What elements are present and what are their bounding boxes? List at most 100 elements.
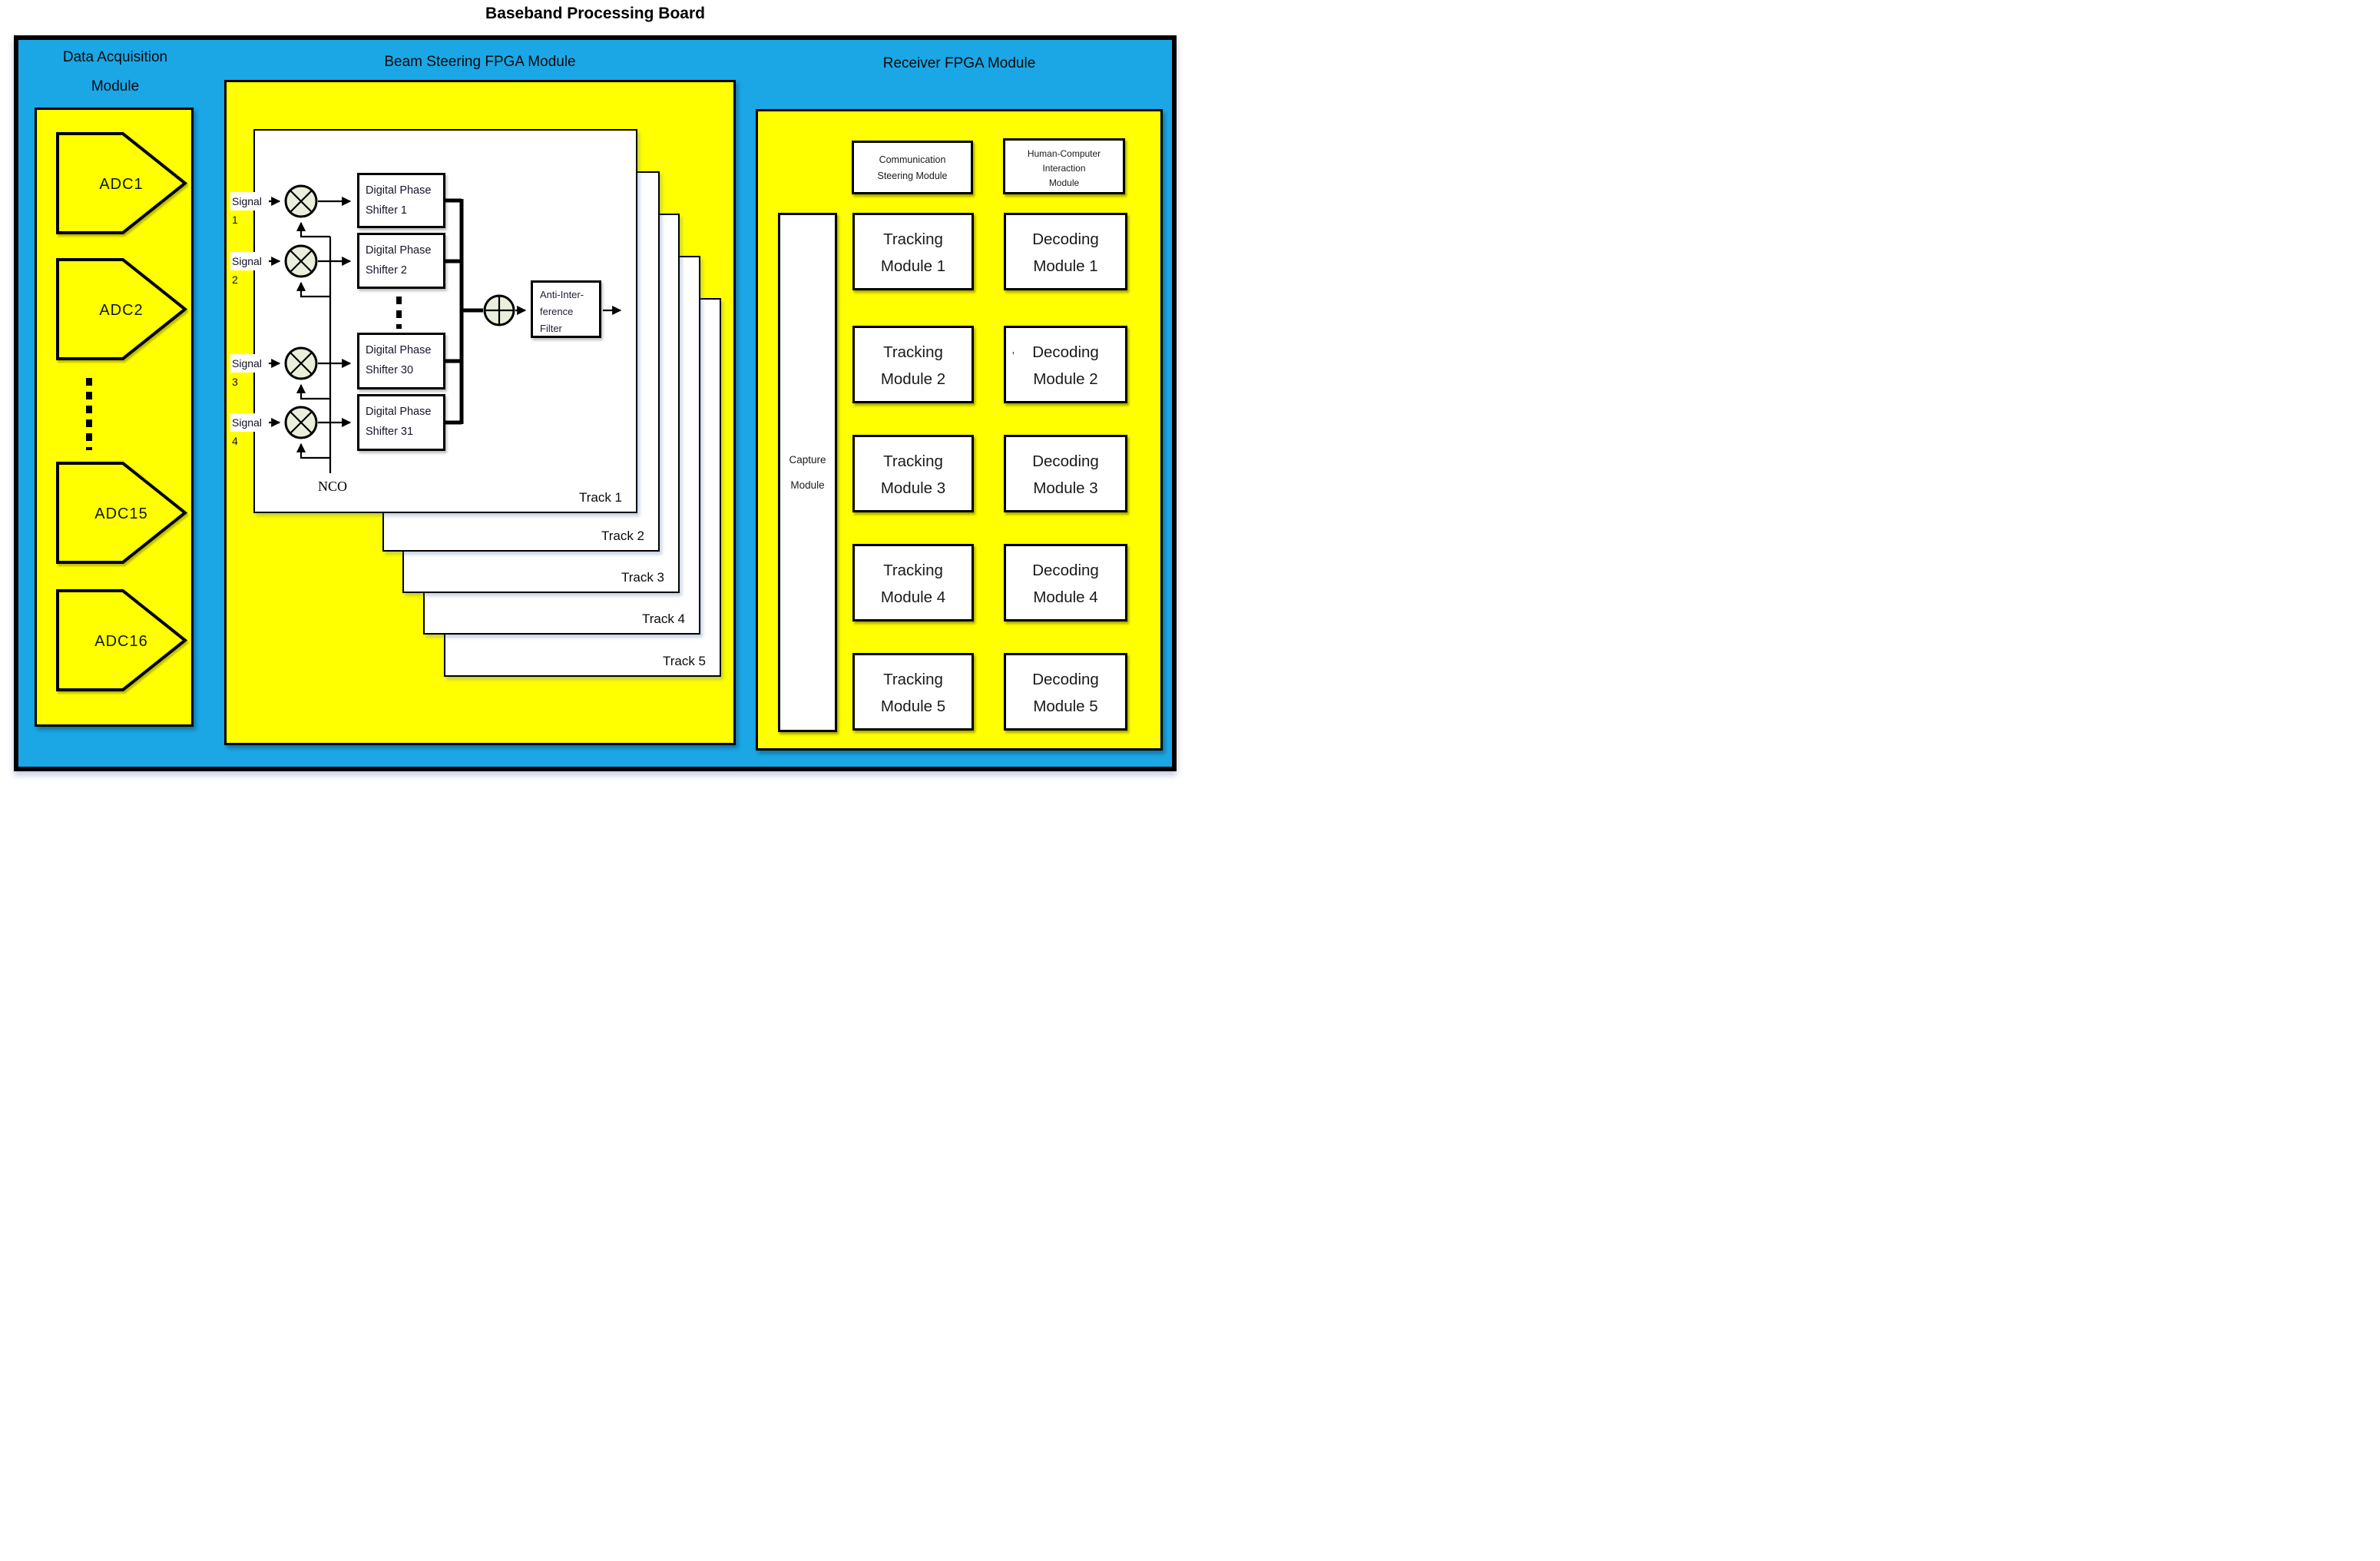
- multiplier-icon-1: [284, 184, 318, 218]
- decoding-2-line1: Decoding: [1032, 343, 1099, 361]
- phase-shifter-31-line2: Shifter 31: [366, 426, 414, 438]
- filter-line2: ference: [540, 306, 574, 317]
- adc16-arrow-shape: ADC16: [56, 589, 187, 691]
- data-acquisition-title: Data Acquisition Module: [23, 43, 207, 101]
- baseband-processing-board-diagram: Baseband Processing Board Data Acquisiti…: [0, 0, 1190, 780]
- tracking-module-box-4: Tracking Module 4: [852, 544, 974, 621]
- track-label-1: Track 1: [578, 490, 622, 505]
- tracking-5-line1: Tracking: [883, 671, 943, 688]
- tracking-5-line2: Module 5: [880, 698, 946, 715]
- anti-interference-filter-box: Anti-Inter- ference Filter: [531, 280, 601, 338]
- nco-distribution-lines: [296, 221, 332, 473]
- nco-branch-1: [296, 221, 330, 238]
- signal-1-label: Signal 1: [230, 192, 269, 226]
- tracking-module-box-3: Tracking Module 3: [852, 435, 974, 512]
- phase-shifter-box-2: Digital Phase Shifter 2: [357, 233, 445, 289]
- adc15-pentagon: [56, 462, 187, 564]
- decoding-3-line2: Module 3: [1033, 479, 1098, 497]
- capture-module-box: Capture Module: [778, 213, 837, 732]
- phase-shifter-1-line1: Digital Phase: [366, 184, 432, 197]
- tracking-2-line1: Tracking: [883, 343, 943, 361]
- page-title: Baseband Processing Board: [485, 5, 705, 22]
- tracking-4-line1: Tracking: [883, 562, 943, 579]
- adc-ellipsis-dots: [86, 378, 92, 450]
- beam-steering-title: Beam Steering FPGA Module: [384, 54, 576, 70]
- capture-line2: Module: [790, 479, 825, 491]
- track-label-4: Track 4: [641, 611, 685, 626]
- decoding-2-line2: Module 2: [1033, 370, 1098, 388]
- multiplier-nodes: [284, 184, 318, 439]
- decoding-3-line1: Decoding: [1032, 452, 1099, 470]
- human-computer-interaction-box: Human-Computer Interaction Module: [1003, 138, 1125, 194]
- phase-shifter-1-line2: Shifter 1: [366, 204, 407, 217]
- filter-line1: Anti-Inter-: [540, 289, 584, 300]
- tracking-3-line2: Module 3: [880, 479, 946, 497]
- phase-shifter-30-line1: Digital Phase: [366, 344, 432, 356]
- phase-shifter-31-line1: Digital Phase: [366, 406, 432, 418]
- decoding-5-line2: Module 5: [1033, 698, 1098, 715]
- filter-line3: Filter: [540, 323, 562, 334]
- adc1-pentagon: [56, 132, 187, 234]
- multiplier-icon-3: [284, 346, 318, 380]
- decoding-module-box-4: Decoding Module 4: [1004, 544, 1127, 621]
- comm-line1: Communication: [879, 154, 946, 165]
- nco-label: NCO: [317, 479, 347, 494]
- track-label-3: Track 3: [621, 570, 664, 585]
- phase-shifter-2-line2: Shifter 2: [366, 264, 407, 277]
- decoding-4-line1: Decoding: [1032, 562, 1099, 579]
- decoding-4-line2: Module 4: [1033, 588, 1098, 606]
- data-acquisition-title-line2: Module: [91, 78, 140, 94]
- adc1-label: ADC1: [99, 176, 143, 193]
- decoding-module-box-5: Decoding Module 5: [1004, 653, 1127, 731]
- comm-line2: Steering Module: [877, 171, 948, 181]
- hci-line1: Human-Computer: [1027, 148, 1101, 159]
- phase-shifter-box-31: Digital Phase Shifter 31: [357, 394, 445, 451]
- nco-branch-2: [296, 281, 330, 298]
- phase-shifter-box-30: Digital Phase Shifter 30: [357, 333, 445, 389]
- multiplier-icon-4: [284, 406, 318, 439]
- hci-line3: Module: [1048, 177, 1080, 188]
- data-acquisition-title-line1: Data Acquisition: [62, 49, 168, 65]
- adc15-label: ADC15: [94, 505, 147, 522]
- tracking-1-line2: Module 1: [880, 257, 946, 275]
- phase-shifter-30-line2: Shifter 30: [366, 364, 414, 376]
- signal-2-label: Signal 2: [230, 252, 269, 286]
- nco-branch-3: [296, 383, 330, 400]
- decoding-1-line2: Module 1: [1033, 257, 1098, 275]
- tracking-1-line1: Tracking: [883, 230, 943, 248]
- decoding-module-box-1: Decoding Module 1: [1004, 213, 1127, 290]
- signal-4-label: Signal 4: [230, 413, 269, 447]
- stray-apostrophe-mark: ': [1012, 350, 1015, 363]
- adc16-pentagon: [56, 589, 187, 691]
- adc16-label: ADC16: [94, 633, 147, 650]
- nco-branch-4: [296, 442, 330, 459]
- tracking-2-line2: Module 2: [880, 370, 946, 388]
- adc2-label: ADC2: [99, 302, 143, 319]
- signal-arrows: [264, 196, 352, 428]
- decoding-module-box-3: Decoding Module 3: [1004, 435, 1127, 512]
- receiver-title: Receiver FPGA Module: [882, 55, 1036, 71]
- tracking-4-line2: Module 4: [880, 588, 946, 606]
- track-label-5: Track 5: [662, 654, 706, 668]
- adc1-arrow-shape: ADC1: [56, 132, 187, 234]
- track-label-2: Track 2: [601, 529, 644, 543]
- decoding-5-line1: Decoding: [1032, 671, 1099, 688]
- adc2-arrow-shape: ADC2: [56, 258, 187, 360]
- tracking-3-line1: Tracking: [883, 452, 943, 470]
- adc2-pentagon: [56, 258, 187, 360]
- tracking-module-box-2: Tracking Module 2: [852, 326, 974, 403]
- communication-steering-box: Communication Steering Module: [852, 141, 973, 194]
- phase-shifter-2-line1: Digital Phase: [366, 244, 432, 257]
- adc15-arrow-shape: ADC15: [56, 462, 187, 564]
- tracking-module-box-5: Tracking Module 5: [852, 653, 974, 731]
- phase-shifter-ellipsis-dots: [396, 297, 402, 329]
- tracking-module-box-1: Tracking Module 1: [852, 213, 974, 290]
- shifter-output-bus: [445, 198, 483, 425]
- multiplier-icon-2: [284, 244, 318, 278]
- hci-line2: Interaction: [1042, 163, 1086, 174]
- phase-shifter-box-1: Digital Phase Shifter 1: [357, 173, 445, 228]
- capture-line1: Capture: [789, 454, 826, 466]
- beamformer-wiring-diagram: [264, 184, 622, 473]
- summer-icon: [483, 294, 515, 326]
- signal-3-label: Signal 3: [230, 354, 269, 388]
